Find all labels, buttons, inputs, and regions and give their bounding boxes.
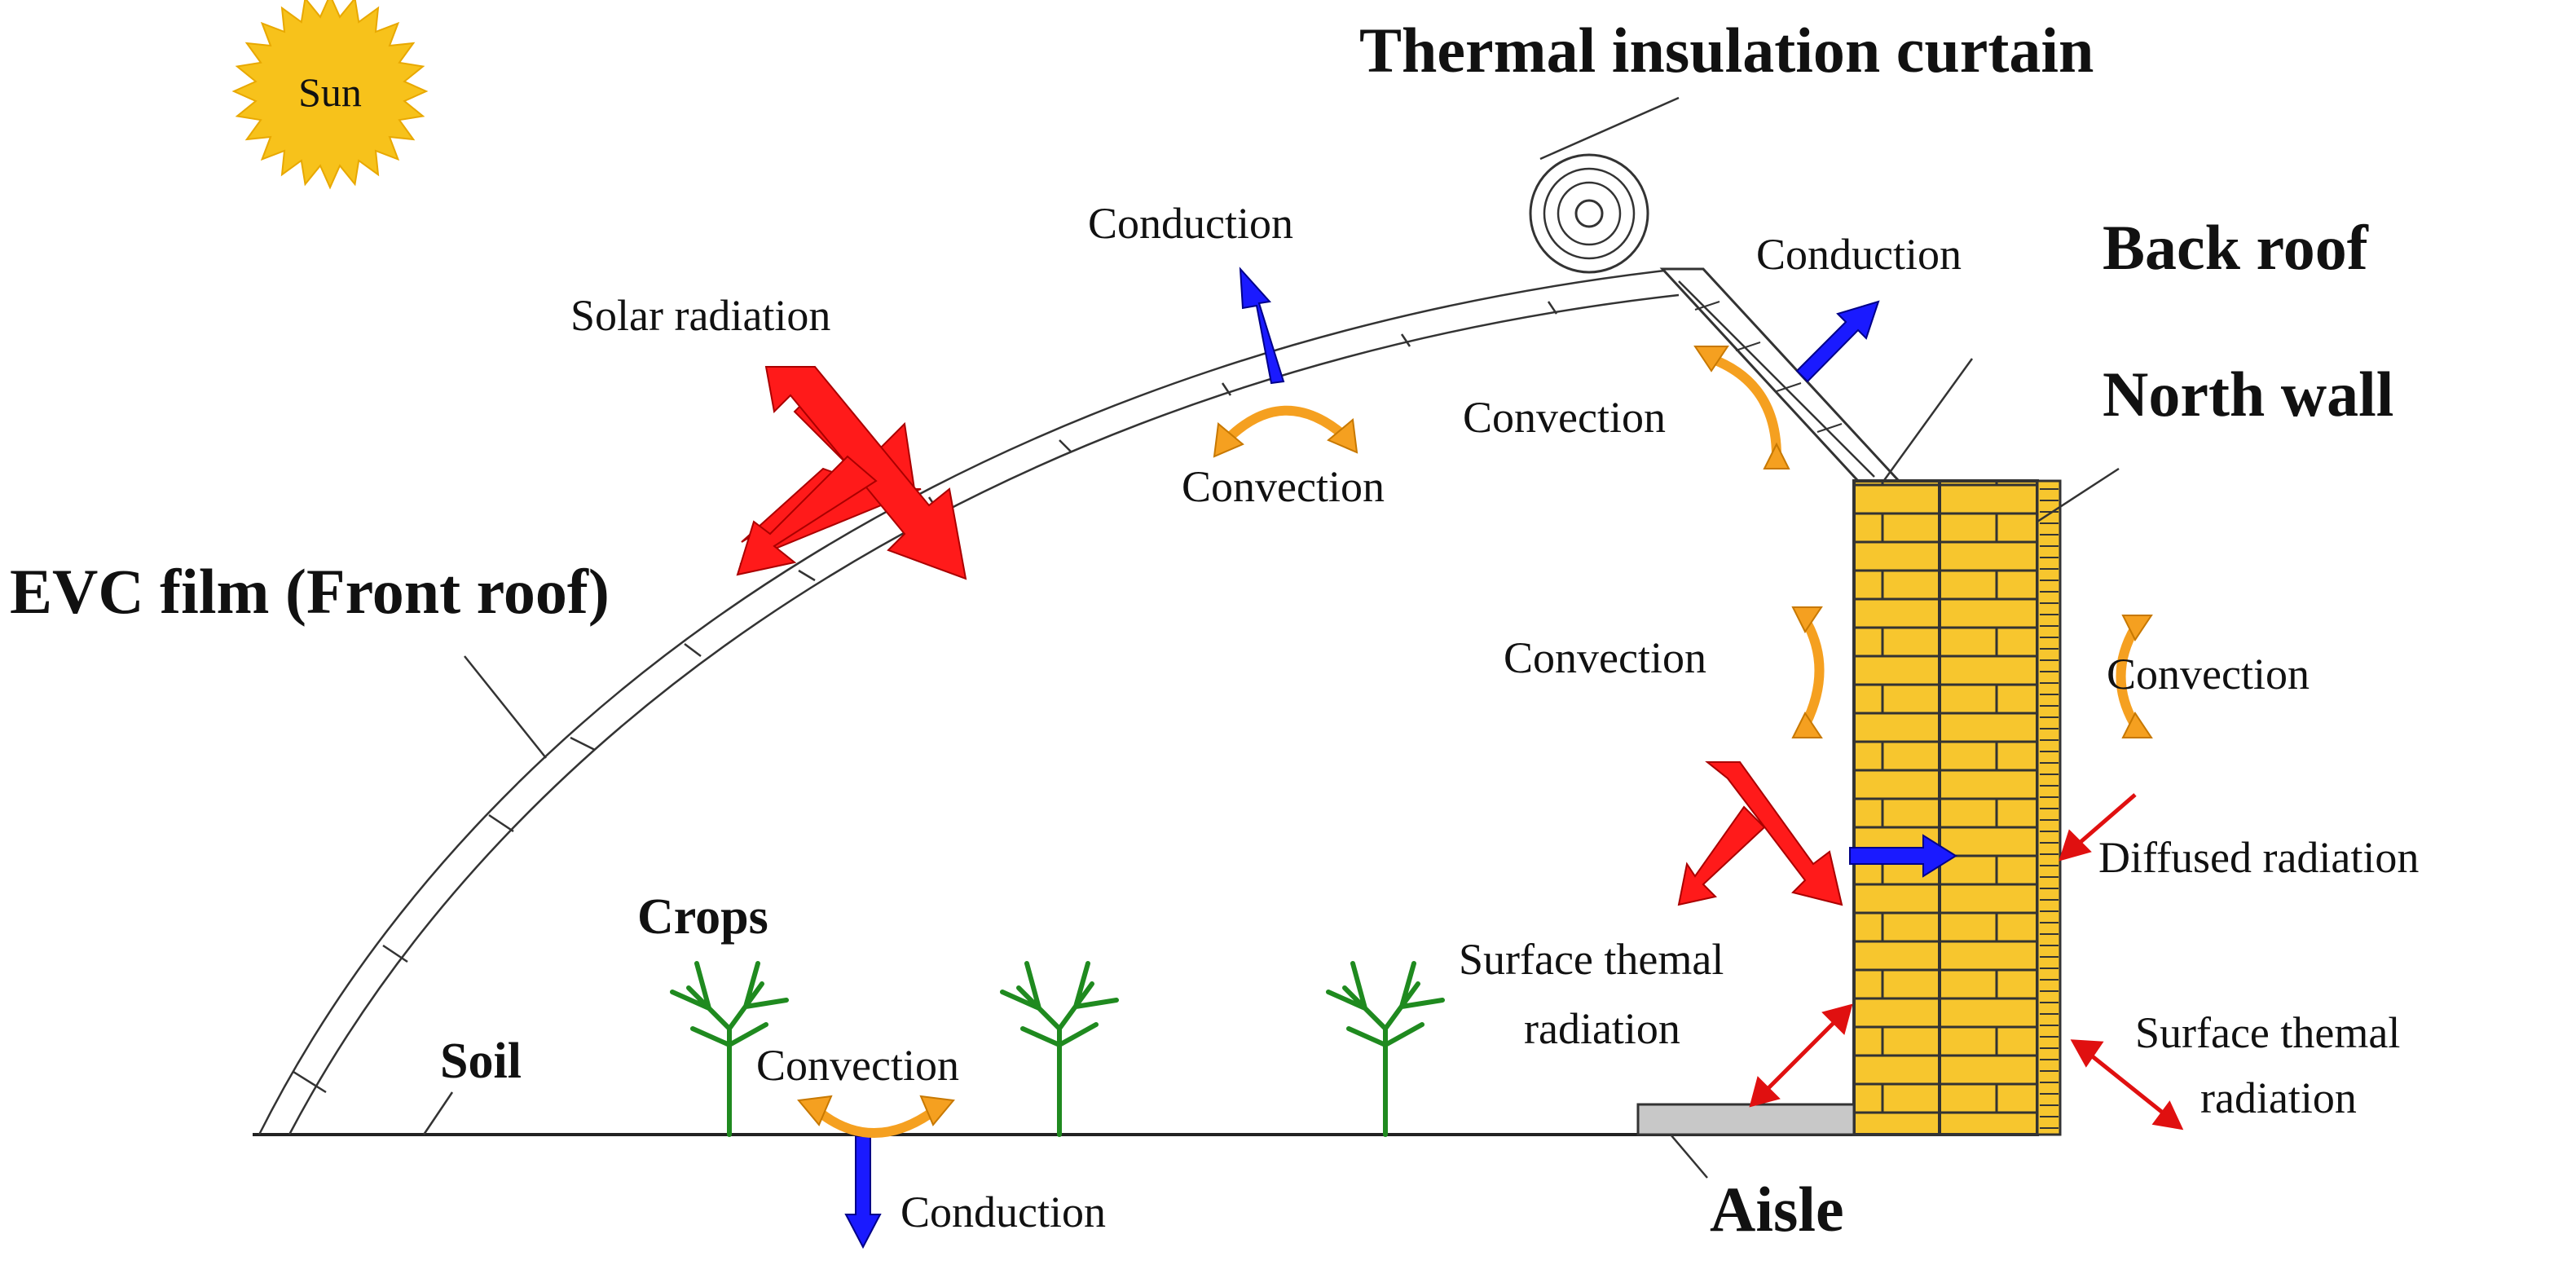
north-wall [1852, 479, 2062, 1136]
back-roof-label: Back roof [2103, 212, 2369, 283]
convection-arrows [810, 354, 2140, 1138]
aisle-block [1636, 1103, 1856, 1136]
aisle-label: Aisle [1710, 1174, 1844, 1245]
crop-plant-2 [1002, 963, 1116, 1135]
north-wall-label: North wall [2103, 359, 2393, 430]
convection-arrow-wall-in [1800, 615, 1825, 730]
convection-label-wall-out: Convection [2107, 650, 2310, 699]
conduction-arrow-ground [844, 1135, 882, 1250]
crops-label: Crops [637, 889, 768, 945]
convection-arrow-wall-out [2116, 623, 2140, 730]
convection-arrow-ground [810, 1104, 942, 1138]
insulation-roll-icon [1529, 153, 1649, 274]
surface-radiation-label-in-2: radiation [1524, 1004, 1680, 1053]
surface-radiation-label-out-2: radiation [2200, 1073, 2357, 1122]
wall-solar-in-arrow [1705, 761, 1843, 906]
diffused-radiation-arrow [2072, 793, 2137, 849]
thermal-radiation-arrows [1749, 793, 2184, 1131]
front-roof-label: EVC film (Front roof) [10, 556, 610, 627]
conduction-label-back: Conduction [1756, 230, 1962, 279]
conduction-label-ground: Conduction [900, 1188, 1106, 1236]
wall-solar-out-arrow [1677, 805, 1766, 906]
convection-label-front: Convection [1182, 462, 1385, 511]
convection-label-wall-in: Convection [1504, 633, 1706, 682]
conduction-arrow-back [1795, 300, 1880, 383]
conduction-label-front: Conduction [1088, 199, 1293, 248]
diffused-radiation-label: Diffused radiation [2098, 833, 2419, 882]
convection-arrowheads [797, 346, 2153, 1126]
convection-arrow-front [1222, 405, 1350, 445]
convection-label-ground: Convection [756, 1041, 959, 1090]
convection-label-back: Convection [1463, 393, 1666, 442]
conduction-arrow-front [1239, 267, 1285, 385]
labels: Thermal insulation curtain Back roof Nor… [10, 15, 2419, 1245]
leader-lines [422, 96, 2120, 1179]
surface-radiation-arrow-out [2085, 1050, 2169, 1118]
front-roof [258, 267, 1680, 1135]
crop-plant-3 [1328, 963, 1442, 1135]
surface-radiation-label-in-1: Surface themal [1459, 935, 1724, 984]
solar-radiation-label: Solar radiation [570, 291, 830, 340]
conduction-arrow-wall [1849, 834, 1957, 878]
surface-radiation-arrow-in [1763, 1017, 1839, 1094]
sun-label: Sun [298, 69, 362, 115]
curtain-label: Thermal insulation curtain [1359, 15, 2094, 86]
convection-arrow-back [1706, 354, 1781, 461]
surface-radiation-label-out-1: Surface themal [2135, 1008, 2400, 1057]
soil-label: Soil [440, 1034, 522, 1089]
solar-radiation-out-arrow [736, 455, 878, 576]
sun-icon: Sun [231, 0, 429, 190]
